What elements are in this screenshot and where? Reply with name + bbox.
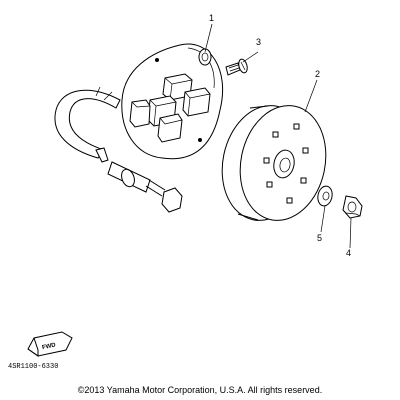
fwd-label: FWD bbox=[42, 342, 57, 351]
rotor-flywheel bbox=[221, 105, 327, 221]
diagram-part-code: 4SR1100-6330 bbox=[8, 363, 59, 371]
callout-3: 3 bbox=[256, 37, 261, 47]
callout-1: 1 bbox=[209, 13, 214, 23]
stator-assembly bbox=[54, 43, 224, 213]
callout-leaders bbox=[204, 23, 352, 249]
stator-coils bbox=[129, 73, 211, 143]
rotor-hub bbox=[273, 149, 295, 179]
washer bbox=[317, 185, 333, 207]
rotor-bolt-holes bbox=[263, 123, 309, 204]
stator-mount-hole bbox=[198, 48, 212, 66]
nut bbox=[342, 195, 363, 219]
callout-2: 2 bbox=[315, 69, 320, 79]
fwd-arrow-icon: FWD bbox=[27, 331, 73, 357]
copyright-notice: ©2013 Yamaha Motor Corporation, U.S.A. A… bbox=[77, 385, 323, 395]
callout-5: 5 bbox=[317, 233, 322, 243]
callout-4: 4 bbox=[346, 248, 351, 258]
connector-cap bbox=[161, 187, 183, 213]
wire-harness bbox=[54, 86, 183, 213]
screw bbox=[225, 58, 248, 76]
